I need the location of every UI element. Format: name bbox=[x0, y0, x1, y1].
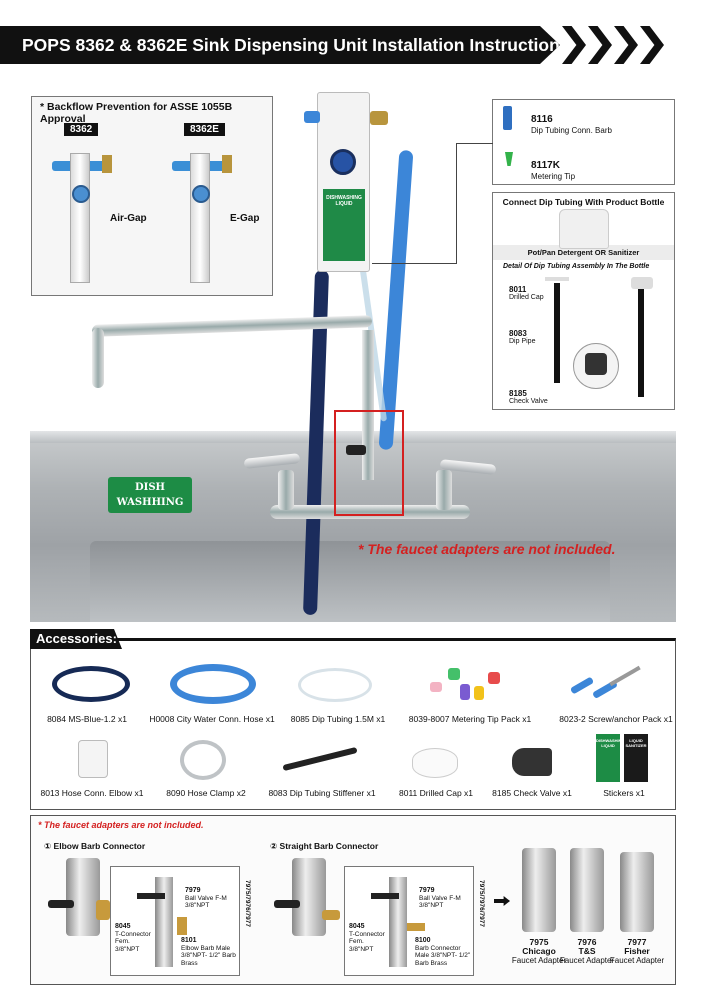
accessory-label: 8185 Check Valve x1 bbox=[492, 788, 572, 798]
adapter-highlight-box bbox=[334, 410, 404, 516]
dispensing-unit: DISHWASHING LIQUID bbox=[304, 92, 388, 272]
arrow-right-icon bbox=[494, 896, 510, 906]
blue-hose-icon bbox=[52, 666, 130, 702]
screw-anchor-icon bbox=[568, 664, 644, 704]
part-8185-desc: Check Valve bbox=[509, 398, 548, 405]
straight-model-list: 7975/7976/7977 bbox=[478, 880, 485, 927]
straight-connector-photo bbox=[292, 858, 326, 936]
faucet-body bbox=[270, 505, 470, 519]
part-8117k-desc: Metering Tip bbox=[531, 172, 576, 181]
part-8117k-num: 8117K bbox=[531, 160, 560, 171]
hose-elbow-icon bbox=[78, 740, 108, 778]
accessory-label: Stickers x1 bbox=[603, 788, 645, 798]
check-valve-icon bbox=[512, 748, 552, 776]
dilution-dial-icon bbox=[330, 149, 356, 175]
chevron-arrows-icon bbox=[562, 26, 664, 64]
part-8083-desc: Dip Pipe bbox=[509, 338, 536, 345]
tip-parts-callout: 8116 Dip Tubing Conn. Barb 8117K Meterin… bbox=[492, 99, 675, 185]
accessory-label: 8084 MS-Blue-1.2 x1 bbox=[47, 714, 127, 724]
fisher-adapter-photo bbox=[620, 852, 654, 932]
metering-tips-icon bbox=[430, 664, 506, 704]
dish-washing-sign: DISH WASHHING bbox=[108, 477, 192, 513]
part-8116-desc: Dip Tubing Conn. Barb bbox=[531, 126, 612, 135]
sticker-sanitizer-icon: LIQUID SANITIZER bbox=[624, 734, 648, 782]
model-tag-8362: 8362 bbox=[64, 123, 99, 136]
part-8116-num: 8116 bbox=[531, 114, 553, 125]
accessory-label: 8085 Dip Tubing 1.5M x1 bbox=[290, 714, 386, 724]
part-8083-num: 8083 bbox=[509, 329, 527, 338]
elbow-connector-title: ① Elbow Barb Connector bbox=[44, 841, 146, 851]
model-tag-8362e: 8362E bbox=[184, 123, 225, 136]
product-label: DISHWASHING LIQUID bbox=[323, 189, 365, 261]
city-water-hose-icon bbox=[170, 664, 256, 704]
accessory-label: 8090 Hose Clamp x2 bbox=[166, 788, 246, 798]
adapters-note: * The faucet adapters are not included. bbox=[38, 820, 204, 830]
sticker-dish-icon: DISHWASHING LIQUID bbox=[596, 734, 625, 782]
e-gap-valve bbox=[172, 141, 232, 283]
bottle-subtitle: Pot/Pan Detergent OR Sanitizer bbox=[493, 245, 674, 260]
accessory-label: 8039-8007 Metering Tip Pack x1 bbox=[408, 714, 532, 724]
elbow-model-list: 7975/7976/7977 bbox=[244, 880, 251, 927]
chicago-adapter-photo bbox=[522, 848, 556, 932]
air-gap-valve bbox=[52, 141, 112, 283]
backflow-panel: * Backflow Prevention for ASSE 1055B App… bbox=[31, 96, 273, 296]
straight-connector-title: ② Straight Barb Connector bbox=[270, 841, 379, 851]
part-8185-num: 8185 bbox=[509, 389, 527, 398]
elbow-connector-photo bbox=[66, 858, 100, 936]
accessory-label: 8023-2 Screw/anchor Pack x1 bbox=[559, 714, 673, 724]
backflow-title: * Backflow Prevention for ASSE 1055B App… bbox=[40, 101, 233, 125]
accessories-panel bbox=[30, 638, 676, 810]
e-gap-label: E-Gap bbox=[230, 213, 260, 224]
part-8011-desc: Drilled Cap bbox=[509, 294, 544, 301]
air-gap-label: Air-Gap bbox=[110, 213, 147, 224]
drilled-cap-icon bbox=[412, 748, 458, 778]
page-title: POPS 8362 & 8362E Sink Dispensing Unit I… bbox=[22, 35, 570, 55]
ts-adapter-photo bbox=[570, 848, 604, 932]
dip-tubing-icon bbox=[298, 668, 372, 702]
accessory-label: 8011 Drilled Cap x1 bbox=[398, 788, 474, 798]
bottle-detail-title: Detail Of Dip Tubing Assembly In The Bot… bbox=[503, 263, 650, 270]
accessory-label: H0008 City Water Conn. Hose x1 bbox=[149, 714, 275, 724]
accessories-title: Accessories: bbox=[30, 629, 122, 649]
bottle-title: Connect Dip Tubing With Product Bottle bbox=[502, 197, 665, 207]
bottle-detail-panel: Connect Dip Tubing With Product Bottle P… bbox=[492, 192, 675, 410]
accessory-label: 8013 Hose Conn. Elbow x1 bbox=[40, 788, 144, 798]
title-banner: POPS 8362 & 8362E Sink Dispensing Unit I… bbox=[0, 26, 560, 64]
part-8011-num: 8011 bbox=[509, 285, 527, 294]
accessory-label: 8083 Dip Tubing Stiffener x1 bbox=[268, 788, 376, 798]
hose-clamp-icon bbox=[180, 740, 226, 780]
faucet-note: * The faucet adapters are not included. bbox=[358, 541, 616, 557]
